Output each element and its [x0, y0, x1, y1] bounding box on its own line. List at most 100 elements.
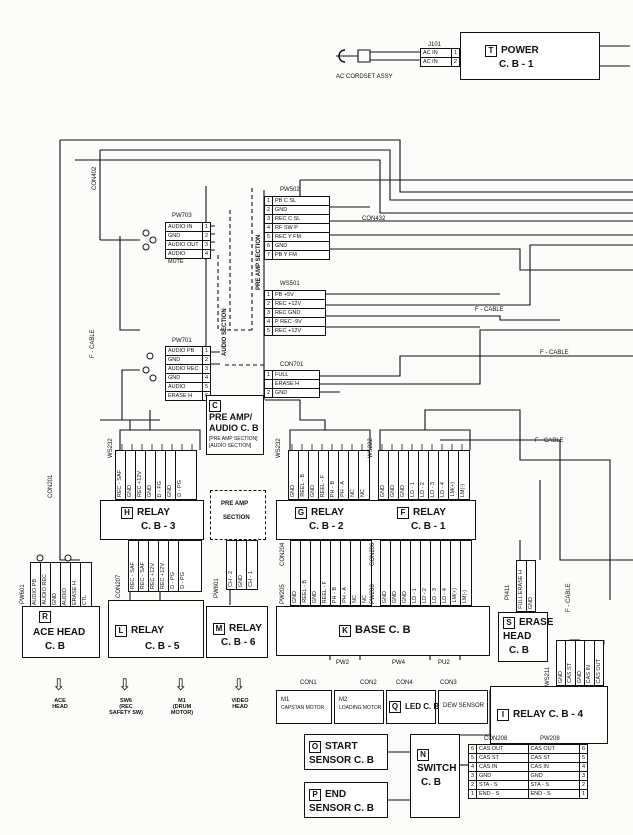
relay-f-connector: GND GND GND LD - 1 LD - 2 LD - 3 LD - 4 …: [378, 450, 470, 500]
pin-name: PB +5V: [275, 292, 294, 298]
pin-name: CH - 1: [248, 571, 254, 587]
note-pre-amp: [PRE AMP SECTION]: [209, 436, 258, 442]
pin-name: GND: [382, 590, 388, 603]
footer-line: VIDEO: [231, 698, 249, 704]
pin-name: NC: [360, 489, 366, 497]
pin-name: CAS ST: [527, 754, 580, 762]
footer-line: (DRUM: [172, 704, 192, 710]
pin-number: 2: [469, 781, 477, 789]
switch-board: N SWITCH C. B: [410, 734, 460, 818]
pin-name: CAS OUT: [595, 658, 602, 683]
pin-name: PH - B: [332, 586, 338, 603]
wire-label-fcable-3: F - CABLE: [540, 350, 569, 356]
pin-name: REC Y FM: [275, 234, 302, 240]
board-number: C. B: [509, 645, 529, 656]
pin-number: 4: [202, 250, 210, 258]
board-name: RELAY: [413, 507, 446, 518]
pin-name: GND: [127, 484, 133, 497]
down-arrow-icon: ⇩: [174, 677, 188, 694]
board-number: C. B - 1: [411, 521, 446, 532]
pi411-label: PI411: [505, 584, 511, 600]
pin-name: LD - 3: [430, 482, 436, 497]
con204-label: CON204: [280, 542, 286, 566]
pin-name: FULL: [275, 372, 289, 378]
pin-name: REC +12V: [150, 562, 156, 589]
board-number: C. B: [45, 641, 65, 652]
pin-number: 3: [579, 772, 587, 780]
pin-name: GND: [275, 207, 288, 213]
pin-name: LM(-): [460, 483, 466, 497]
pin-name: GND: [527, 596, 534, 609]
board-name: ACE HEAD: [33, 627, 86, 638]
wire-label-con432: CON432: [362, 216, 386, 222]
board-name: END: [325, 789, 347, 800]
con207-label: CON207: [116, 574, 122, 598]
board-letter: F: [397, 507, 409, 519]
pin-number: 4: [579, 763, 587, 771]
pin-name: PH - A: [342, 587, 348, 603]
pin-name: CAS OUT: [479, 746, 504, 752]
pin-number: 5: [469, 754, 477, 762]
ace-head-board: R ACE HEAD C. B: [22, 606, 100, 658]
wire-label-con402: CON402: [92, 166, 98, 190]
pin-name: NC: [352, 595, 358, 603]
con206-label: CON206: [370, 542, 376, 566]
motor-label: M2: [339, 697, 348, 703]
board-name: RELAY C. B - 4: [513, 709, 584, 720]
pin-number: 4: [202, 374, 210, 382]
board-letter: Q: [389, 701, 401, 713]
board-letter: N: [417, 749, 429, 761]
pin-name: AUDIO OUT: [168, 242, 199, 248]
power-connector-label: J101: [428, 42, 442, 48]
pin-name: REEL - F: [322, 580, 328, 603]
pin-name: REC +12V: [137, 470, 143, 497]
pin-name: GND: [147, 484, 153, 497]
pin-name: PH - B: [330, 480, 336, 497]
pin-number: 6: [265, 242, 273, 250]
pin-name: STA - S: [527, 781, 580, 789]
sensor-name: DEW SENSOR: [443, 703, 485, 709]
board-name: RELAY: [137, 507, 170, 518]
pin-number: 2: [265, 300, 273, 308]
base-upper-right-connector: GND GND GND LD - 1 LD - 2 LD - 3 LD - 4 …: [380, 540, 472, 606]
pw703-label: PW703: [172, 213, 192, 219]
pin-name: LM(+): [450, 482, 456, 497]
pin-number: 3: [469, 772, 477, 780]
pin-name: AUDIO REC: [168, 366, 199, 372]
pw208-right-label: PW208: [540, 736, 560, 742]
board-name-2: SENSOR C. B: [309, 803, 375, 814]
pin-name: CAS OUT: [527, 745, 580, 753]
pin-name: LD - 1: [410, 482, 416, 497]
down-arrow-icon: ⇩: [232, 677, 246, 694]
relay-i-connector: GND CAS ST GND CAS IN CAS OUT: [556, 640, 604, 686]
board-number: C. B: [421, 777, 441, 788]
pin-name: GND: [400, 484, 406, 497]
pin-name: REC +12V: [275, 301, 302, 307]
ws222-f-label: WS222: [368, 438, 374, 458]
board-letter: T: [485, 45, 497, 57]
audio-section-label: AUDIO SECTION: [222, 308, 228, 356]
board-letter: G: [295, 507, 307, 519]
pin-name: GND: [168, 233, 181, 239]
footer-line: HEAD: [232, 704, 248, 710]
pin-name: LM(+): [452, 588, 458, 603]
con208-label: CON208: [484, 736, 508, 742]
pin-name: GND: [292, 590, 298, 603]
board-name: POWER: [501, 45, 539, 56]
motor-name: CAPSTAN MOTOR: [281, 705, 325, 711]
con3-label: CON3: [440, 680, 457, 686]
relay-l-upper-connector: REC - SAF REC - SAF REC +12V REC +12V D …: [128, 540, 202, 592]
pin-name: REEL - B: [302, 580, 308, 603]
wire-label-fcable-1: F - CABLE: [475, 307, 504, 313]
